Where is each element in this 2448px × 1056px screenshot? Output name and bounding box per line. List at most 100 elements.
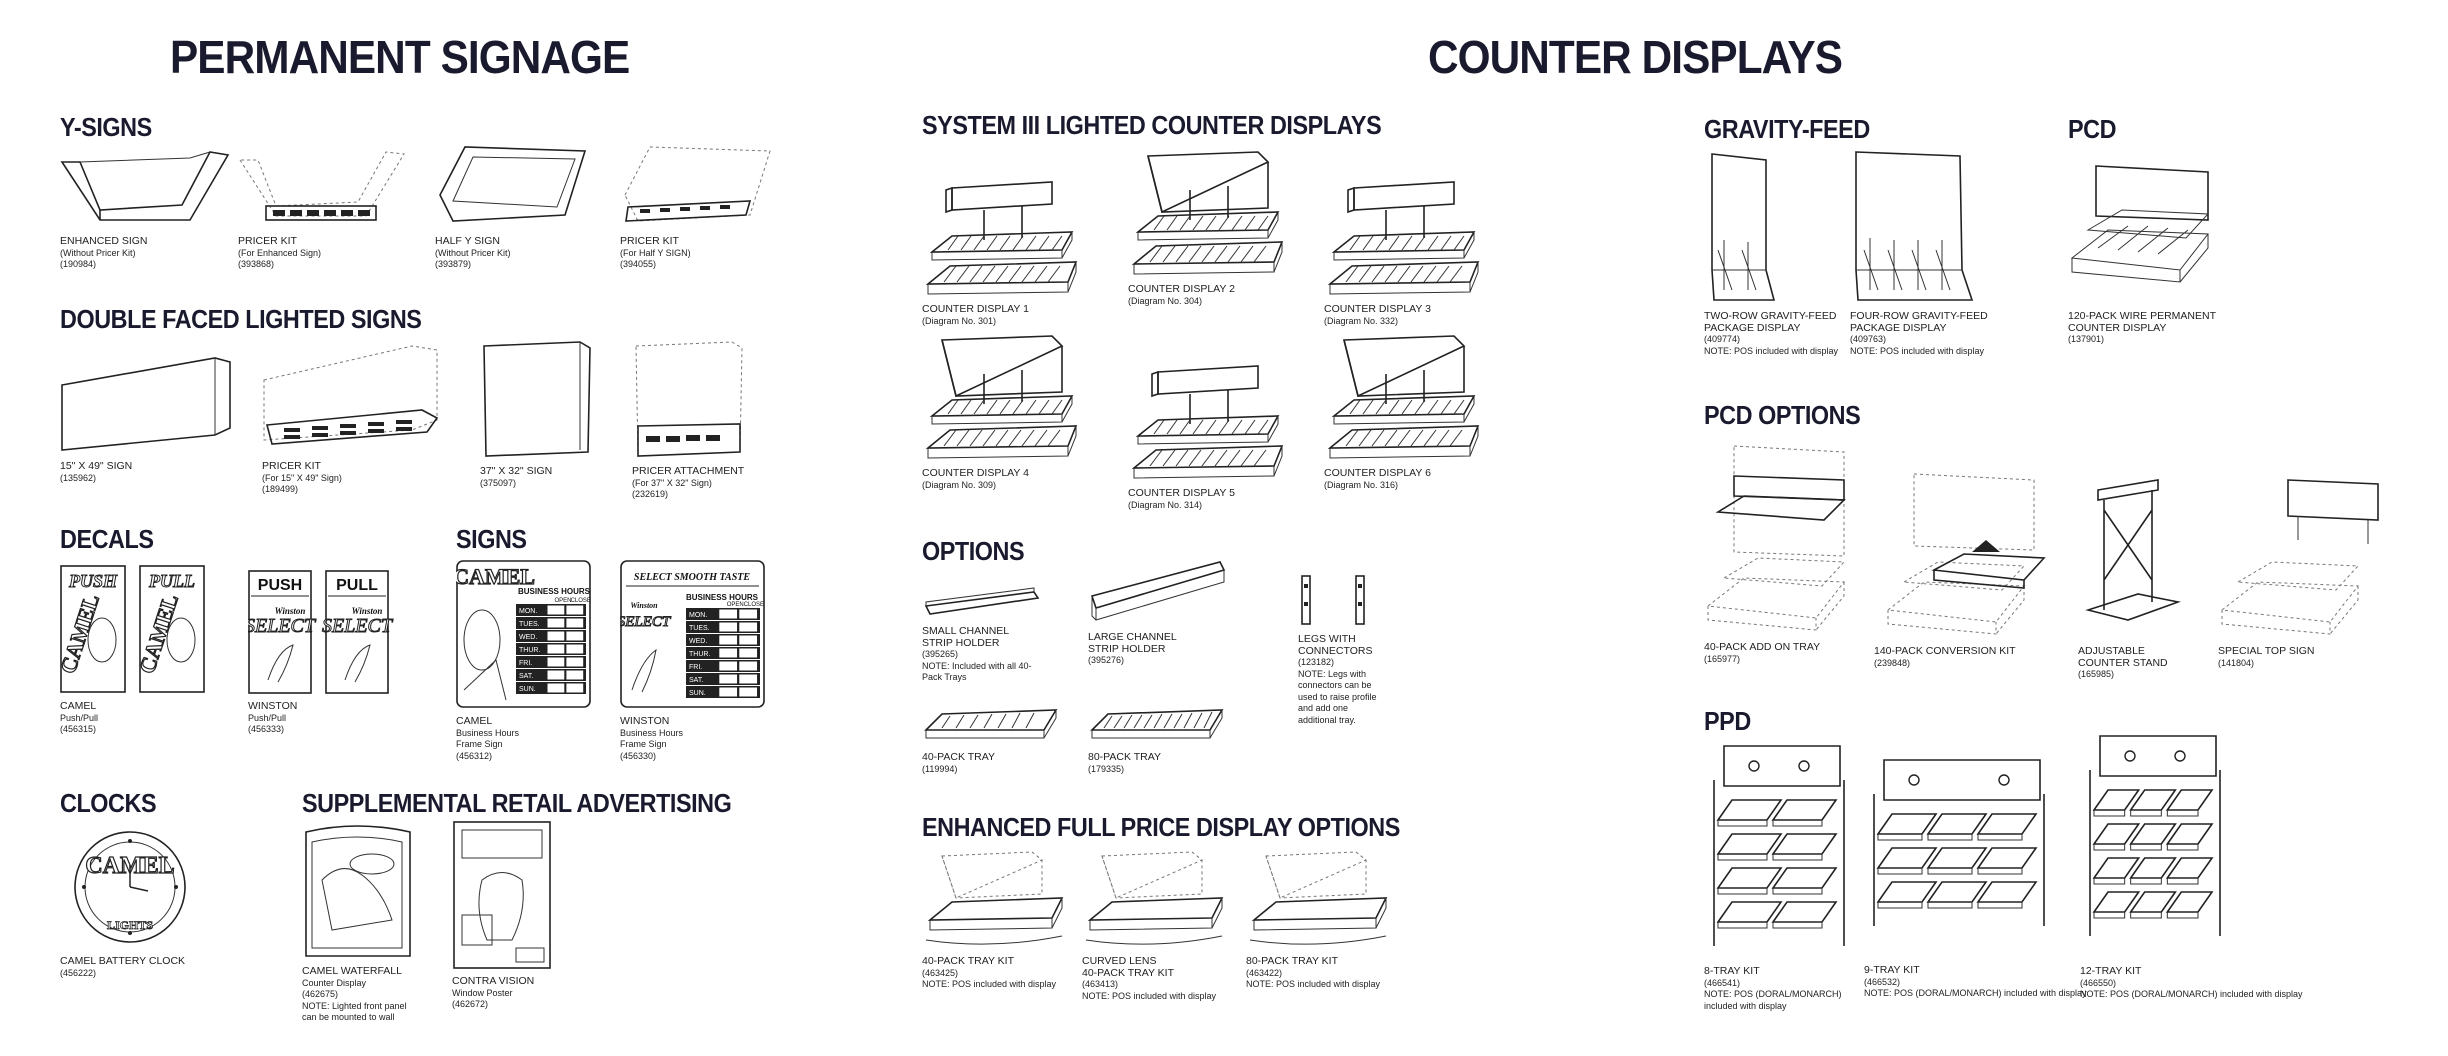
item-curved-lens-illustration	[1085, 851, 1224, 945]
caption: SMALL CHANNEL STRIP HOLDER (395265) NOTE…	[922, 625, 1032, 682]
item-8-tray-kit: 8-TRAY KIT(466541)NOTE: POS (DORAL/MONAR…	[1704, 740, 1854, 1012]
pricer-kit-half-illustration	[624, 146, 771, 222]
caption: COUNTER DISPLAY 2(Diagram No. 304)	[1128, 283, 1235, 306]
item-pricer-kit-enhanced: PRICER KIT (For Enhanced Sign) (393868)	[238, 150, 408, 271]
item-kit80-illustration	[1249, 851, 1388, 945]
pricer-kit-illustration	[239, 151, 405, 221]
item-pricer-kit-15x49: PRICER KIT (For 15" X 49" Sign) (189499)	[262, 340, 442, 496]
camel-clock-illustration: CAMEL LIGHTS	[74, 831, 186, 943]
camel-logo-text: CAMEL	[60, 591, 104, 677]
large-channel-illustration	[1090, 561, 1226, 621]
page-title-counter-displays: COUNTER DISPLAYS	[1428, 31, 1843, 83]
item-8-tray-kit-illustration	[1713, 745, 1845, 946]
40-pack-tray-illustration	[924, 709, 1058, 739]
section-title-system-iii: SYSTEM III LIGHTED COUNTER DISPLAYS	[922, 110, 1382, 140]
day-label: SAT.	[519, 673, 533, 680]
svg-text:BUSINESS HOURS: BUSINESS HOURS	[518, 587, 591, 596]
item-counter-display-1-illustration	[925, 181, 1078, 295]
item-counter-display-3-illustration	[1327, 181, 1480, 295]
item-kit40-illustration	[925, 851, 1064, 945]
svg-text:LIGHTS: LIGHTS	[107, 918, 153, 932]
item-12-tray-kit-illustration	[2089, 735, 2221, 936]
item-legs-connectors: LEGS WITH CONNECTORS (123182) NOTE: Legs…	[1298, 572, 1378, 726]
item-camel-waterfall: CAMEL WATERFALL Counter Display (462675)…	[302, 820, 417, 1024]
caption: TWO-ROW GRAVITY-FEED PACKAGE DISPLAY (40…	[1704, 310, 1839, 356]
winston-business-hours-sign-illustration: SELECT SMOOTH TASTE Winston SELECT BUSIN…	[620, 560, 765, 708]
item-camel-decal: PUSH PULL CAMEL CAMEL CAMEL Push/Pull (4…	[60, 565, 210, 736]
item-kit40: 40-PACK TRAY KIT(463425)NOTE: POS includ…	[922, 850, 1072, 991]
caption: 9-TRAY KIT(466532)NOTE: POS (DORAL/MONAR…	[1864, 964, 2087, 998]
caption: COUNTER DISPLAY 6(Diagram No. 316)	[1324, 467, 1431, 490]
caption: 80-PACK TRAY KIT(463422)NOTE: POS includ…	[1246, 955, 1381, 989]
day-label: TUES.	[519, 621, 540, 628]
caption: LEGS WITH CONNECTORS (123182) NOTE: Legs…	[1298, 633, 1377, 725]
day-label: TUES.	[689, 625, 710, 632]
item-contra-vision: CONTRA VISION Window Poster (462672)	[452, 820, 552, 1011]
day-label: MON.	[519, 608, 537, 615]
caption: 80-PACK TRAY (179335)	[1088, 751, 1161, 774]
day-label: SAT.	[689, 677, 703, 684]
svg-text:Winston: Winston	[275, 606, 306, 616]
caption: COUNTER DISPLAY 3(Diagram No. 332)	[1324, 303, 1431, 326]
item-140-pack-conversion-kit-illustration	[1886, 473, 2046, 635]
sign-37x32-illustration	[483, 341, 591, 457]
caption: FOUR-ROW GRAVITY-FEED PACKAGE DISPLAY (4…	[1850, 310, 1988, 356]
item-large-channel: LARGE CHANNEL STRIP HOLDER (395276)	[1088, 556, 1228, 667]
item-counter-display-1: COUNTER DISPLAY 1(Diagram No. 301)	[922, 170, 1082, 327]
caption: PRICER KIT (For Half Y SIGN) (394055)	[620, 235, 691, 269]
caption: COUNTER DISPLAY 1(Diagram No. 301)	[922, 303, 1029, 326]
svg-text:SELECT: SELECT	[322, 615, 394, 637]
item-counter-display-5-illustration	[1131, 365, 1284, 479]
item-kit80: 80-PACK TRAY KIT(463422)NOTE: POS includ…	[1246, 850, 1396, 991]
item-counter-display-6: COUNTER DISPLAY 6(Diagram No. 316)	[1324, 334, 1484, 491]
item-winston-decal: PUSH PULL Winston Winston SELECT SELECT …	[248, 570, 398, 736]
push-label: PUSH	[68, 571, 118, 591]
caption: PRICER ATTACHMENT (For 37" X 32" Sign) (…	[632, 465, 745, 499]
section-title-clocks: CLOCKS	[60, 788, 157, 818]
item-40-pack-tray: 40-PACK TRAY (119994)	[922, 706, 1062, 775]
section-title-gravity-feed: GRAVITY-FEED	[1704, 114, 1870, 144]
item-adjustable-counter-stand-illustration	[2085, 479, 2181, 621]
caption: HALF Y SIGN (Without Pricer Kit) (393879…	[435, 235, 511, 269]
item-enhanced-sign: ENHANCED SIGN (Without Pricer Kit) (1909…	[60, 150, 230, 271]
section-title-pcd-options: PCD OPTIONS	[1704, 400, 1861, 430]
item-80-pack-tray: 80-PACK TRAY (179335)	[1088, 706, 1228, 775]
caption: PRICER KIT (For 15" X 49" Sign) (189499)	[262, 460, 342, 494]
day-label: THUR.	[519, 647, 540, 654]
four-row-gravity-illustration	[1855, 151, 1974, 301]
camel-push-pull-decal-illustration: PUSH PULL CAMEL CAMEL	[60, 565, 205, 693]
sign-15x49-illustration	[61, 357, 231, 451]
svg-text:SELECT: SELECT	[620, 614, 672, 630]
item-counter-display-6-illustration	[1327, 335, 1480, 459]
caption: 15" X 49" SIGN (135962)	[60, 460, 133, 483]
day-label: MON.	[689, 612, 707, 619]
caption: PRICER KIT (For Enhanced Sign) (393868)	[238, 235, 322, 269]
pcd-120-illustration	[2070, 165, 2210, 283]
item-sign-15x49: 15" X 49" SIGN (135962)	[60, 350, 235, 484]
small-channel-illustration	[924, 587, 1040, 615]
camel-logo-text: CAMEL	[134, 591, 183, 677]
caption: WINSTON Business Hours Frame Sign (45633…	[620, 715, 684, 761]
svg-text:SELECT SMOOTH TASTE: SELECT SMOOTH TASTE	[634, 572, 750, 583]
camel-waterfall-illustration	[305, 825, 411, 957]
caption: 140-PACK CONVERSION KIT(239848)	[1874, 645, 2016, 668]
caption: 8-TRAY KIT(466541)NOTE: POS (DORAL/MONAR…	[1704, 965, 1842, 1011]
caption: LARGE CHANNEL STRIP HOLDER (395276)	[1088, 631, 1177, 665]
pull-label: PULL	[148, 571, 195, 591]
pricer-kit-15-illustration	[263, 345, 439, 445]
day-label: THUR.	[689, 651, 710, 658]
caption: 37" X 32" SIGN (375097)	[480, 465, 553, 488]
80-pack-tray-illustration	[1090, 709, 1224, 739]
caption: 40-PACK ADD ON TRAY(165977)	[1704, 641, 1821, 664]
svg-text:CAMEL: CAMEL	[456, 564, 535, 589]
svg-text:OPEN: OPEN	[555, 598, 572, 604]
caption: CAMEL Business Hours Frame Sign (456312)	[456, 715, 520, 761]
contra-vision-illustration	[453, 821, 551, 969]
item-counter-display-2: COUNTER DISPLAY 2(Diagram No. 304)	[1128, 150, 1288, 307]
caption: 40-PACK TRAY KIT(463425)NOTE: POS includ…	[922, 955, 1057, 989]
half-y-sign-illustration	[439, 146, 587, 222]
caption: CAMEL WATERFALL Counter Display (462675)…	[302, 965, 407, 1022]
day-label: WED.	[519, 634, 537, 641]
item-special-top-sign-illustration	[2220, 479, 2379, 635]
